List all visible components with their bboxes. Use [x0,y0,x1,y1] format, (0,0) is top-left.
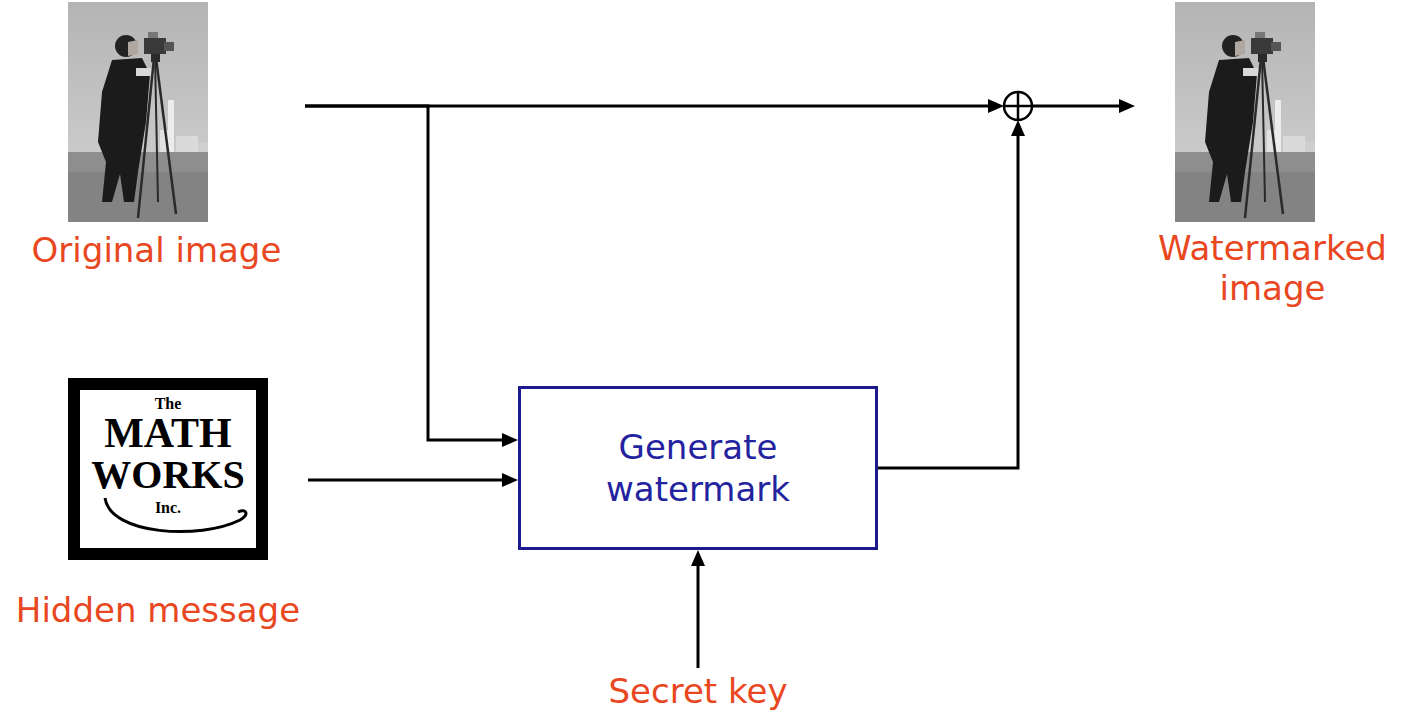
image-with-caption: Watermarked image [1135,0,1410,330]
flow-arrow [691,550,705,668]
flow-arrow [878,120,1025,468]
image-with-caption: Original image [8,0,305,290]
logo-text: The [155,396,182,412]
image-caption: Hidden message [8,590,308,630]
flow-arrow [305,106,518,447]
flow-arrow [308,473,518,487]
image-caption: Original image [8,230,305,270]
logo-text: Inc. [155,500,181,516]
box-label: Generate watermark [583,426,813,510]
image-caption: Watermarked image [1135,228,1410,308]
logo-text: MATH [104,412,232,454]
process-box: Generate watermark [518,386,878,550]
sum-junction [1004,92,1032,120]
logo-text: WORKS [91,455,244,495]
logo-image [68,378,268,560]
input-name: Secret key [609,671,788,711]
watermarked-photo [1175,2,1315,222]
input-label: Secret key [560,668,836,714]
original-photo [68,2,208,222]
